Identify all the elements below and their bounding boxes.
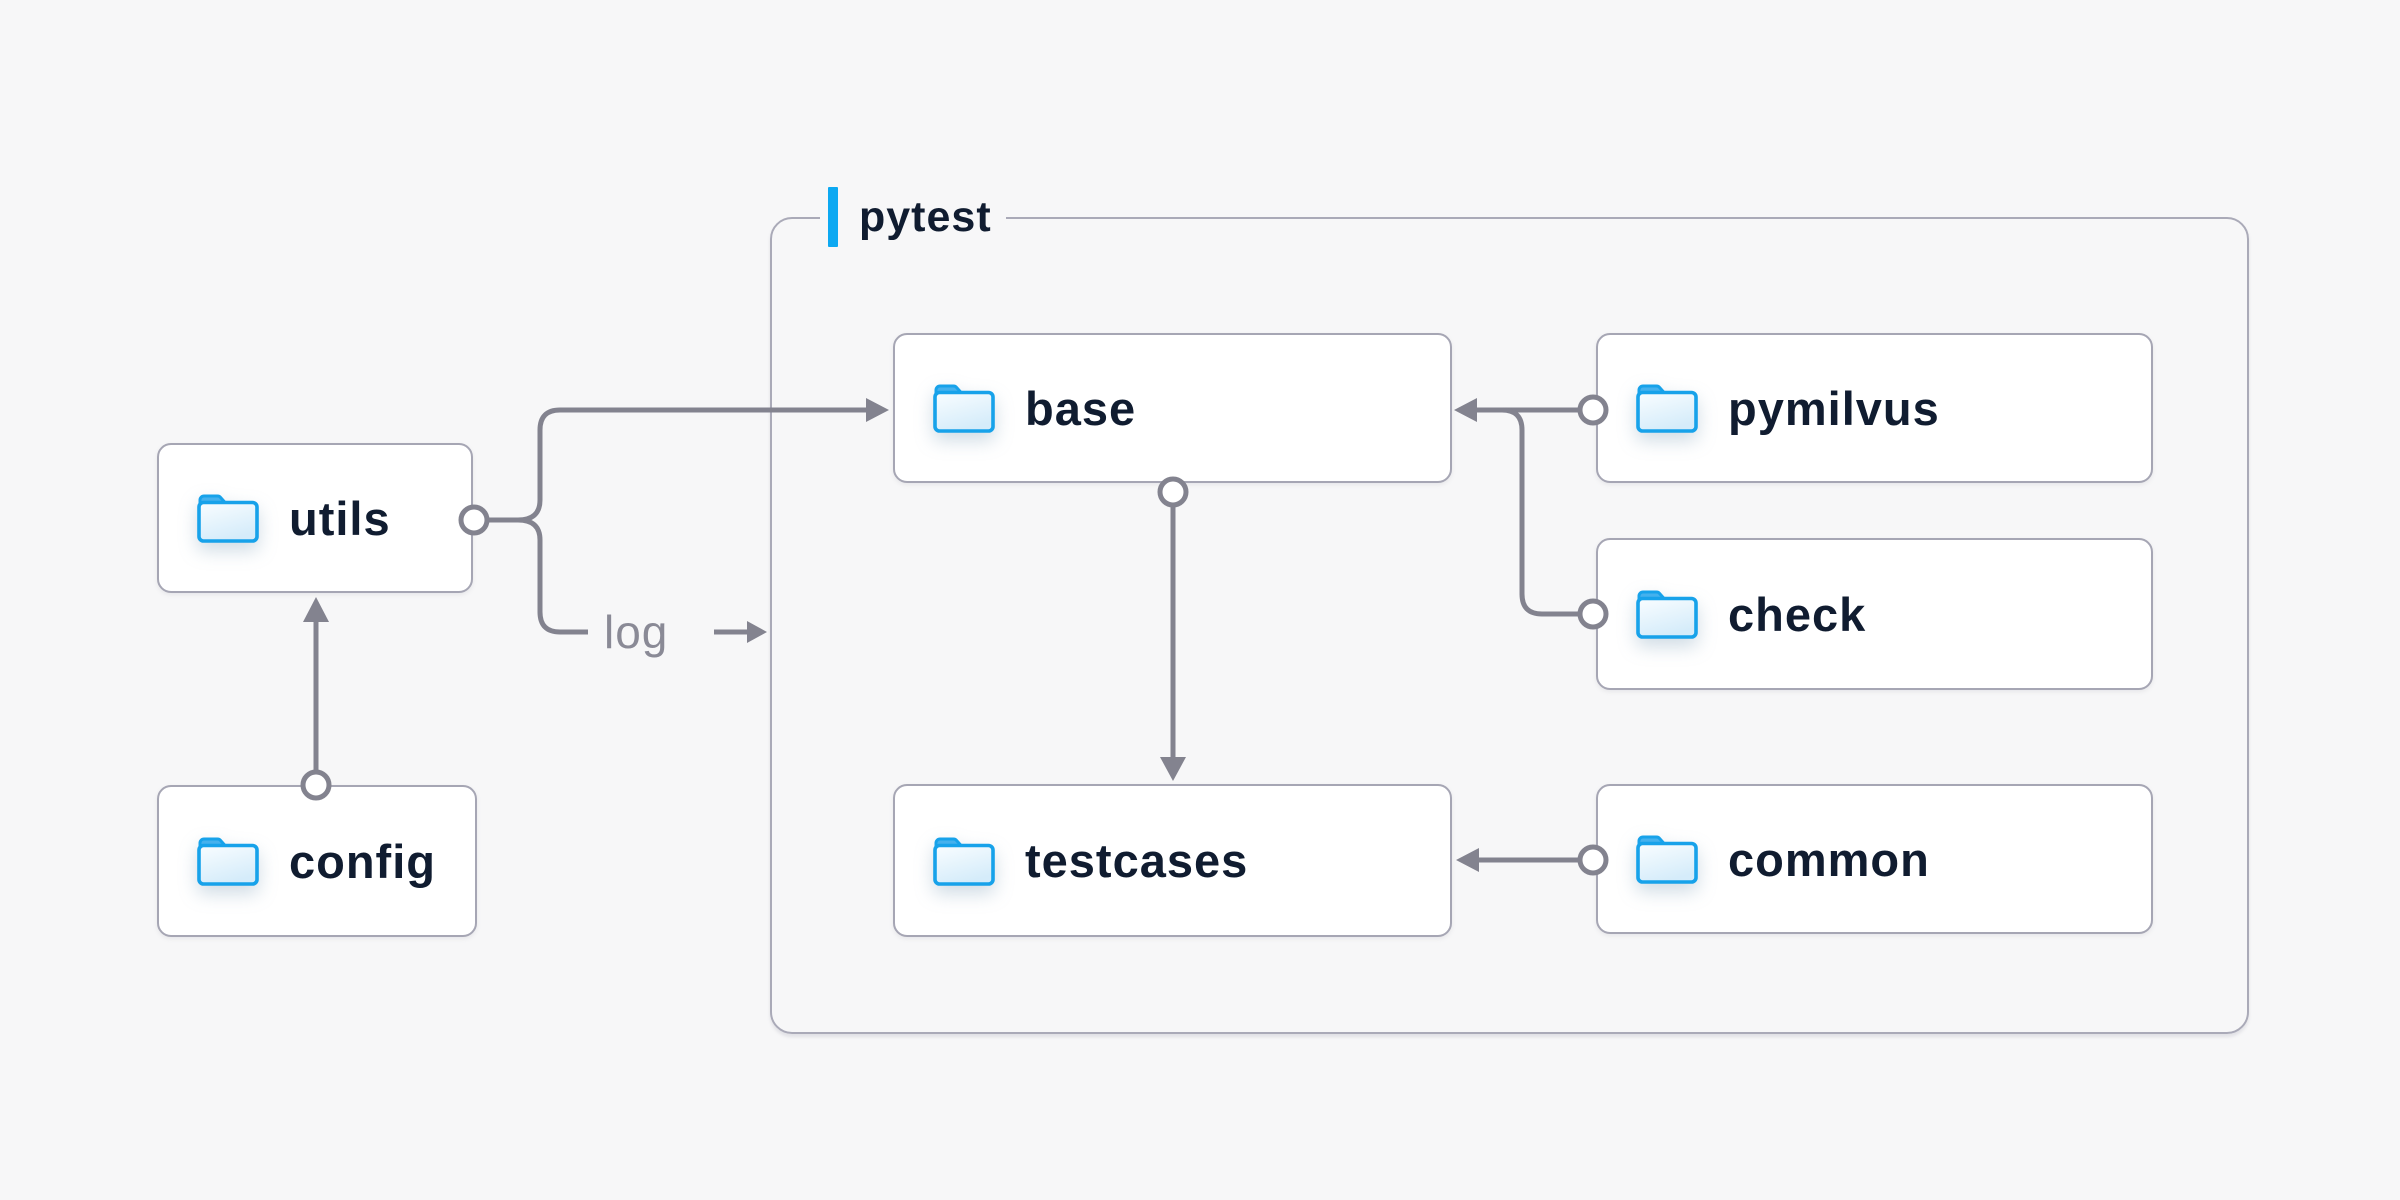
node-label: common xyxy=(1728,832,1930,886)
folder-icon xyxy=(197,837,259,886)
folder-icon xyxy=(1636,835,1698,884)
node-label: pymilvus xyxy=(1728,381,1940,435)
node-base: base xyxy=(893,333,1452,483)
edge-utils-to-log xyxy=(517,517,588,635)
folder-icon xyxy=(933,384,995,433)
node-pymilvus: pymilvus xyxy=(1596,333,2153,483)
accent-bar xyxy=(828,187,838,247)
folder-icon xyxy=(1636,384,1698,433)
node-common: common xyxy=(1596,784,2153,934)
folder-icon xyxy=(197,494,259,543)
node-label: check xyxy=(1728,587,1867,641)
arrowhead-config-to-utils xyxy=(303,597,329,622)
folder-icon xyxy=(933,837,995,886)
container-label-text: pytest xyxy=(859,193,992,241)
node-label: testcases xyxy=(1025,834,1249,887)
edge-label-log: log xyxy=(604,606,669,658)
node-utils: utils xyxy=(157,443,473,593)
node-label: config xyxy=(289,834,436,888)
node-config: config xyxy=(157,785,477,937)
arrowhead-log-to-container xyxy=(747,621,767,643)
pytest-container-label: pytest xyxy=(820,186,1006,248)
node-label: utils xyxy=(289,491,391,545)
node-label: base xyxy=(1025,381,1137,435)
node-check: check xyxy=(1596,538,2153,690)
node-testcases: testcases xyxy=(893,784,1452,937)
pytest-container xyxy=(770,217,2249,1034)
folder-icon xyxy=(1636,590,1698,639)
